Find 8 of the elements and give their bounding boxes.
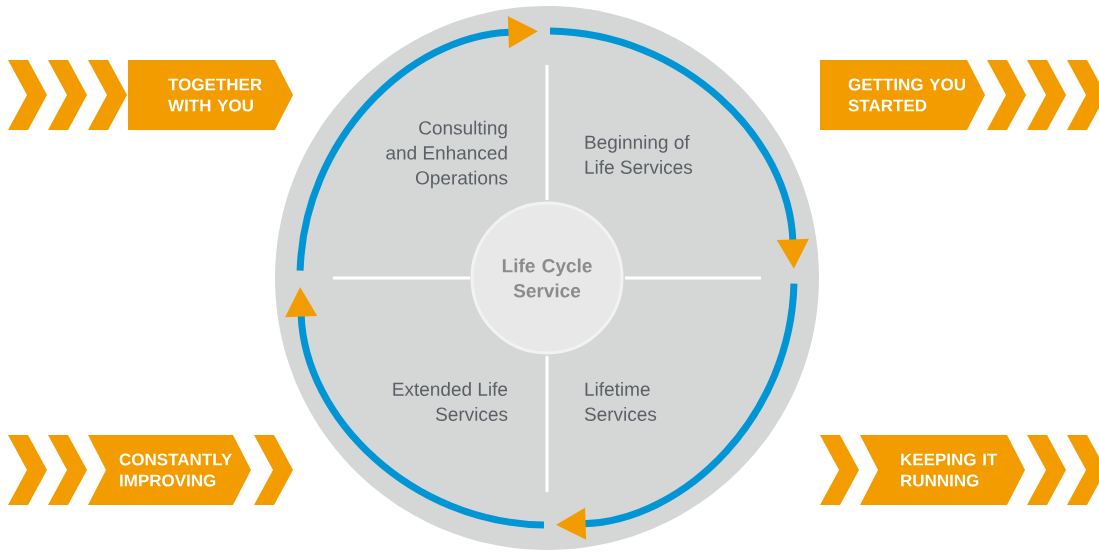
chevron-banner: KEEPING IT RUNNING — [860, 435, 1025, 505]
quadrant-label: Lifetime Services — [584, 382, 657, 421]
chevron-banner: GETTING YOU STARTED — [820, 60, 985, 130]
chevron-banner: TOGETHER WITH YOU — [128, 60, 293, 130]
quadrant-label: Beginning of Life Services — [585, 135, 693, 174]
quadrant-label: Extended Life Services — [393, 382, 508, 421]
quadrant-label: Consulting and Enhanced Operations — [386, 120, 508, 189]
chevron-banner: CONSTANTLY IMPROVING — [88, 435, 251, 505]
